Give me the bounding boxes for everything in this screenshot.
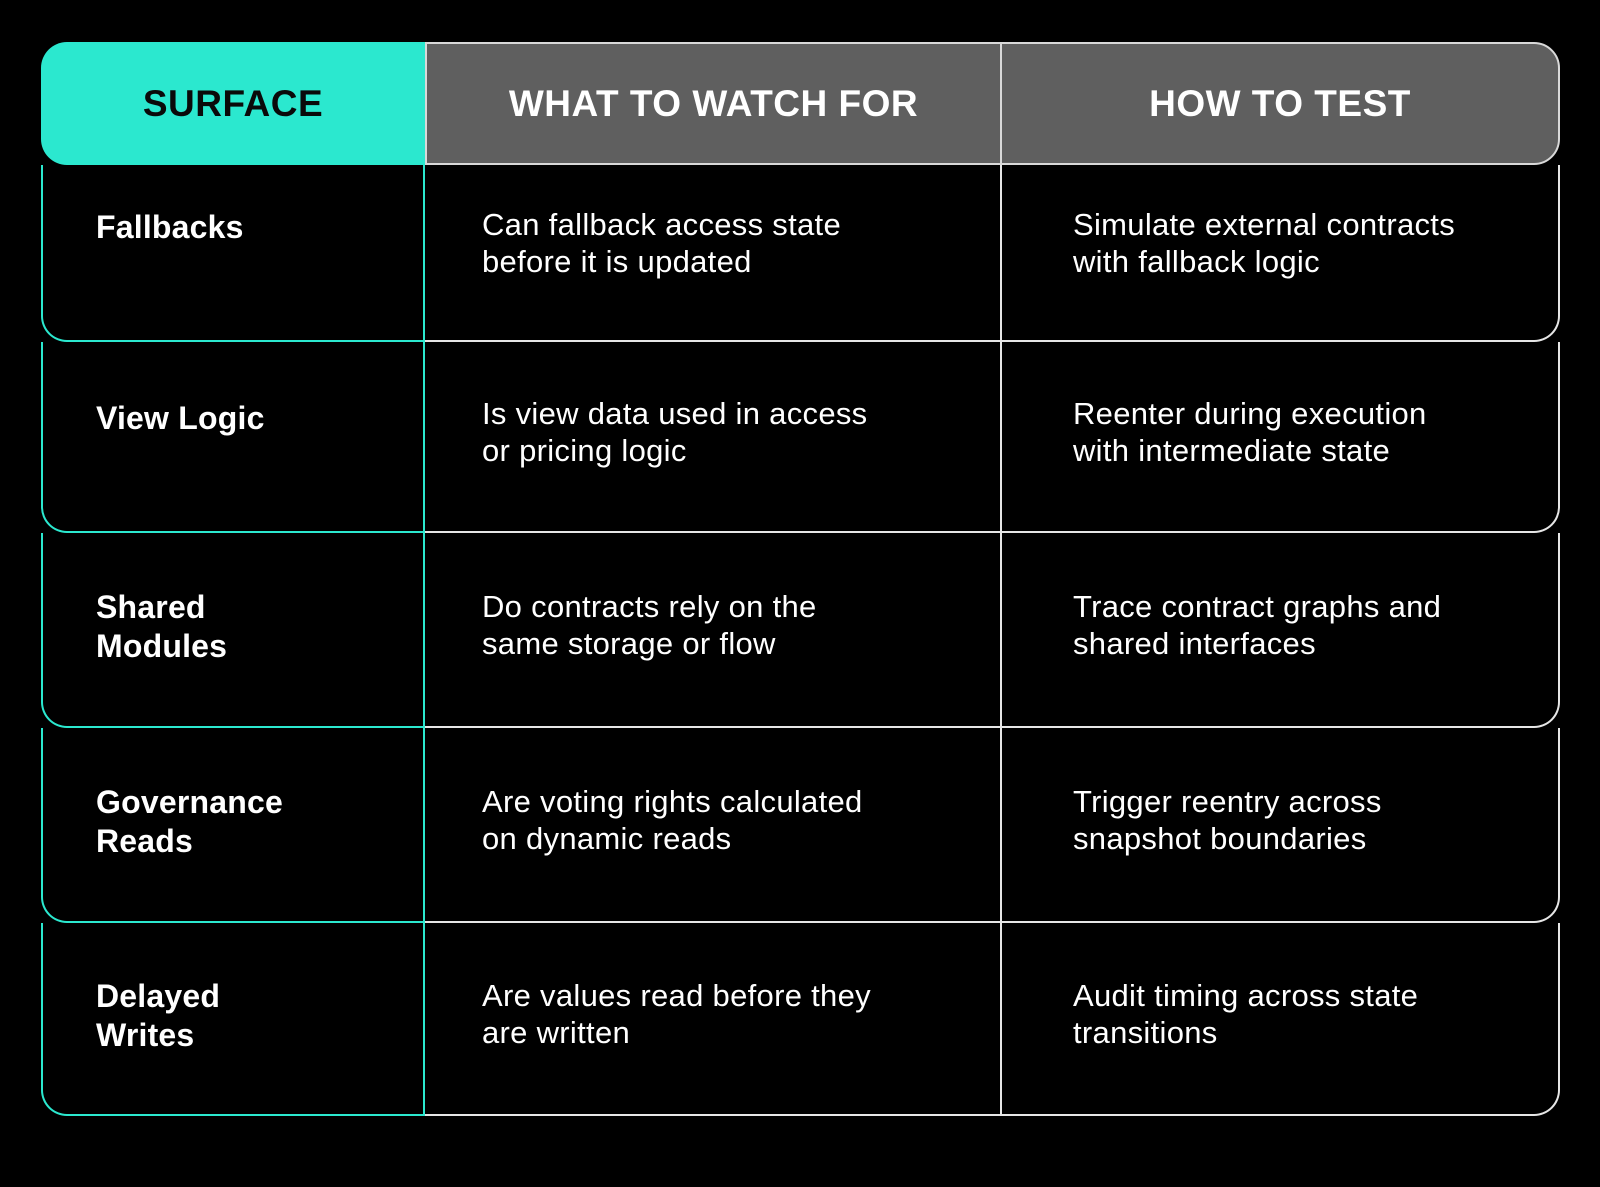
table-row: View Logic Is view data used in access o… bbox=[41, 342, 1560, 533]
header-surface-label: SURFACE bbox=[142, 82, 324, 124]
header-surface: SURFACE bbox=[41, 42, 425, 165]
surface-label: View Logic bbox=[96, 399, 265, 436]
test-text: Trace contract graphs and shared interfa… bbox=[1073, 588, 1442, 661]
test-text: Trigger reentry across snapshot boundari… bbox=[1073, 783, 1382, 856]
surface-cell: Shared Modules bbox=[41, 533, 425, 728]
table-row: Shared Modules Do contracts rely on the … bbox=[41, 533, 1560, 728]
test-cell: Reenter during execution with intermedia… bbox=[1000, 342, 1560, 533]
watch-text: Do contracts rely on the same storage or… bbox=[482, 588, 817, 661]
watch-text: Are voting rights calculated on dynamic … bbox=[482, 783, 863, 856]
surface-label: Shared Modules bbox=[96, 588, 228, 664]
table-row: Governance Reads Are voting rights calcu… bbox=[41, 728, 1560, 923]
test-cell: Trigger reentry across snapshot boundari… bbox=[1000, 728, 1560, 923]
test-text: Reenter during execution with intermedia… bbox=[1073, 395, 1427, 468]
test-cell: Trace contract graphs and shared interfa… bbox=[1000, 533, 1560, 728]
header-watch-label: WHAT TO WATCH FOR bbox=[508, 82, 919, 124]
surface-label: Governance Reads bbox=[96, 783, 283, 859]
comparison-table: SURFACE WHAT TO WATCH FOR HOW TO TEST Fa… bbox=[41, 42, 1560, 1135]
watch-cell: Are values read before they are written bbox=[425, 923, 1000, 1116]
test-cell: Audit timing across state transitions bbox=[1000, 923, 1560, 1116]
test-text: Audit timing across state transitions bbox=[1073, 977, 1419, 1050]
surface-cell: Delayed Writes bbox=[41, 923, 425, 1116]
table-row: Fallbacks Can fallback access state befo… bbox=[41, 165, 1560, 342]
table-header: SURFACE WHAT TO WATCH FOR HOW TO TEST bbox=[41, 42, 1560, 165]
surface-label: Fallbacks bbox=[96, 209, 244, 245]
watch-cell: Can fallback access state before it is u… bbox=[425, 165, 1000, 342]
table-row: Delayed Writes Are values read before th… bbox=[41, 923, 1560, 1116]
surface-cell: Fallbacks bbox=[41, 165, 425, 342]
watch-text: Are values read before they are written bbox=[482, 977, 871, 1050]
test-text: Simulate external contracts with fallbac… bbox=[1073, 206, 1455, 279]
watch-cell: Do contracts rely on the same storage or… bbox=[425, 533, 1000, 728]
watch-cell: Is view data used in access or pricing l… bbox=[425, 342, 1000, 533]
header-how-to-test: HOW TO TEST bbox=[1000, 42, 1560, 165]
watch-text: Is view data used in access or pricing l… bbox=[482, 395, 868, 468]
surface-label: Delayed Writes bbox=[96, 977, 221, 1053]
surface-cell: View Logic bbox=[41, 342, 425, 533]
watch-cell: Are voting rights calculated on dynamic … bbox=[425, 728, 1000, 923]
watch-text: Can fallback access state before it is u… bbox=[482, 206, 842, 279]
surface-cell: Governance Reads bbox=[41, 728, 425, 923]
header-watch-for: WHAT TO WATCH FOR bbox=[425, 42, 1000, 165]
header-test-label: HOW TO TEST bbox=[1149, 82, 1411, 124]
test-cell: Simulate external contracts with fallbac… bbox=[1000, 165, 1560, 342]
